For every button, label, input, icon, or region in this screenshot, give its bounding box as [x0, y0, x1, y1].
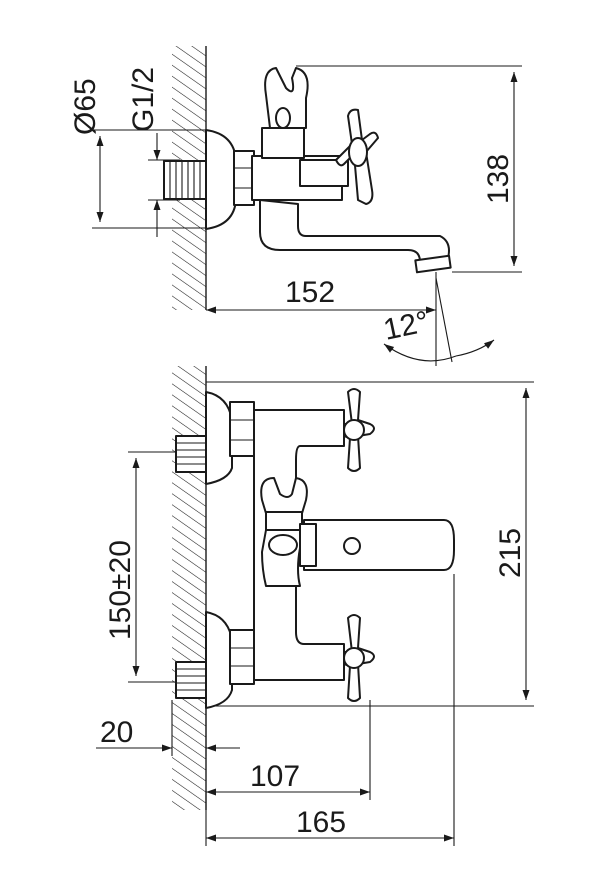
dim-angle: 12°: [381, 277, 495, 363]
dim-height-side: 138: [296, 65, 522, 273]
dim-diameter-label: Ø65: [69, 78, 102, 135]
dim-height-side-label: 138: [482, 154, 515, 204]
side-view: Ø65 G1/2: [69, 46, 522, 366]
dim-handle: 107: [206, 700, 371, 800]
dim-handle-label: 107: [250, 760, 300, 793]
dim-diameter: Ø65: [69, 78, 206, 229]
dim-angle-label: 12°: [381, 305, 432, 347]
dim-reach-label: 152: [285, 276, 335, 309]
dim-total-width-label: 165: [296, 806, 346, 839]
front-view: 215 150±20: [96, 366, 534, 846]
dim-total-width: 165: [205, 574, 455, 846]
faucet-side-body: [163, 67, 452, 274]
dim-thread: G1/2: [127, 67, 180, 237]
faucet-front-body: [175, 388, 455, 709]
dim-reach: 152: [206, 272, 437, 366]
dim-thread-label: G1/2: [127, 67, 160, 132]
dim-centers-label: 150±20: [104, 540, 137, 640]
dim-centers: 150±20: [104, 451, 190, 683]
wall-hatch-bottom: [172, 366, 207, 810]
dim-wall-offset-label: 20: [100, 716, 133, 749]
dim-wall-offset: 20: [96, 700, 240, 756]
dim-height-front-label: 215: [494, 528, 527, 578]
